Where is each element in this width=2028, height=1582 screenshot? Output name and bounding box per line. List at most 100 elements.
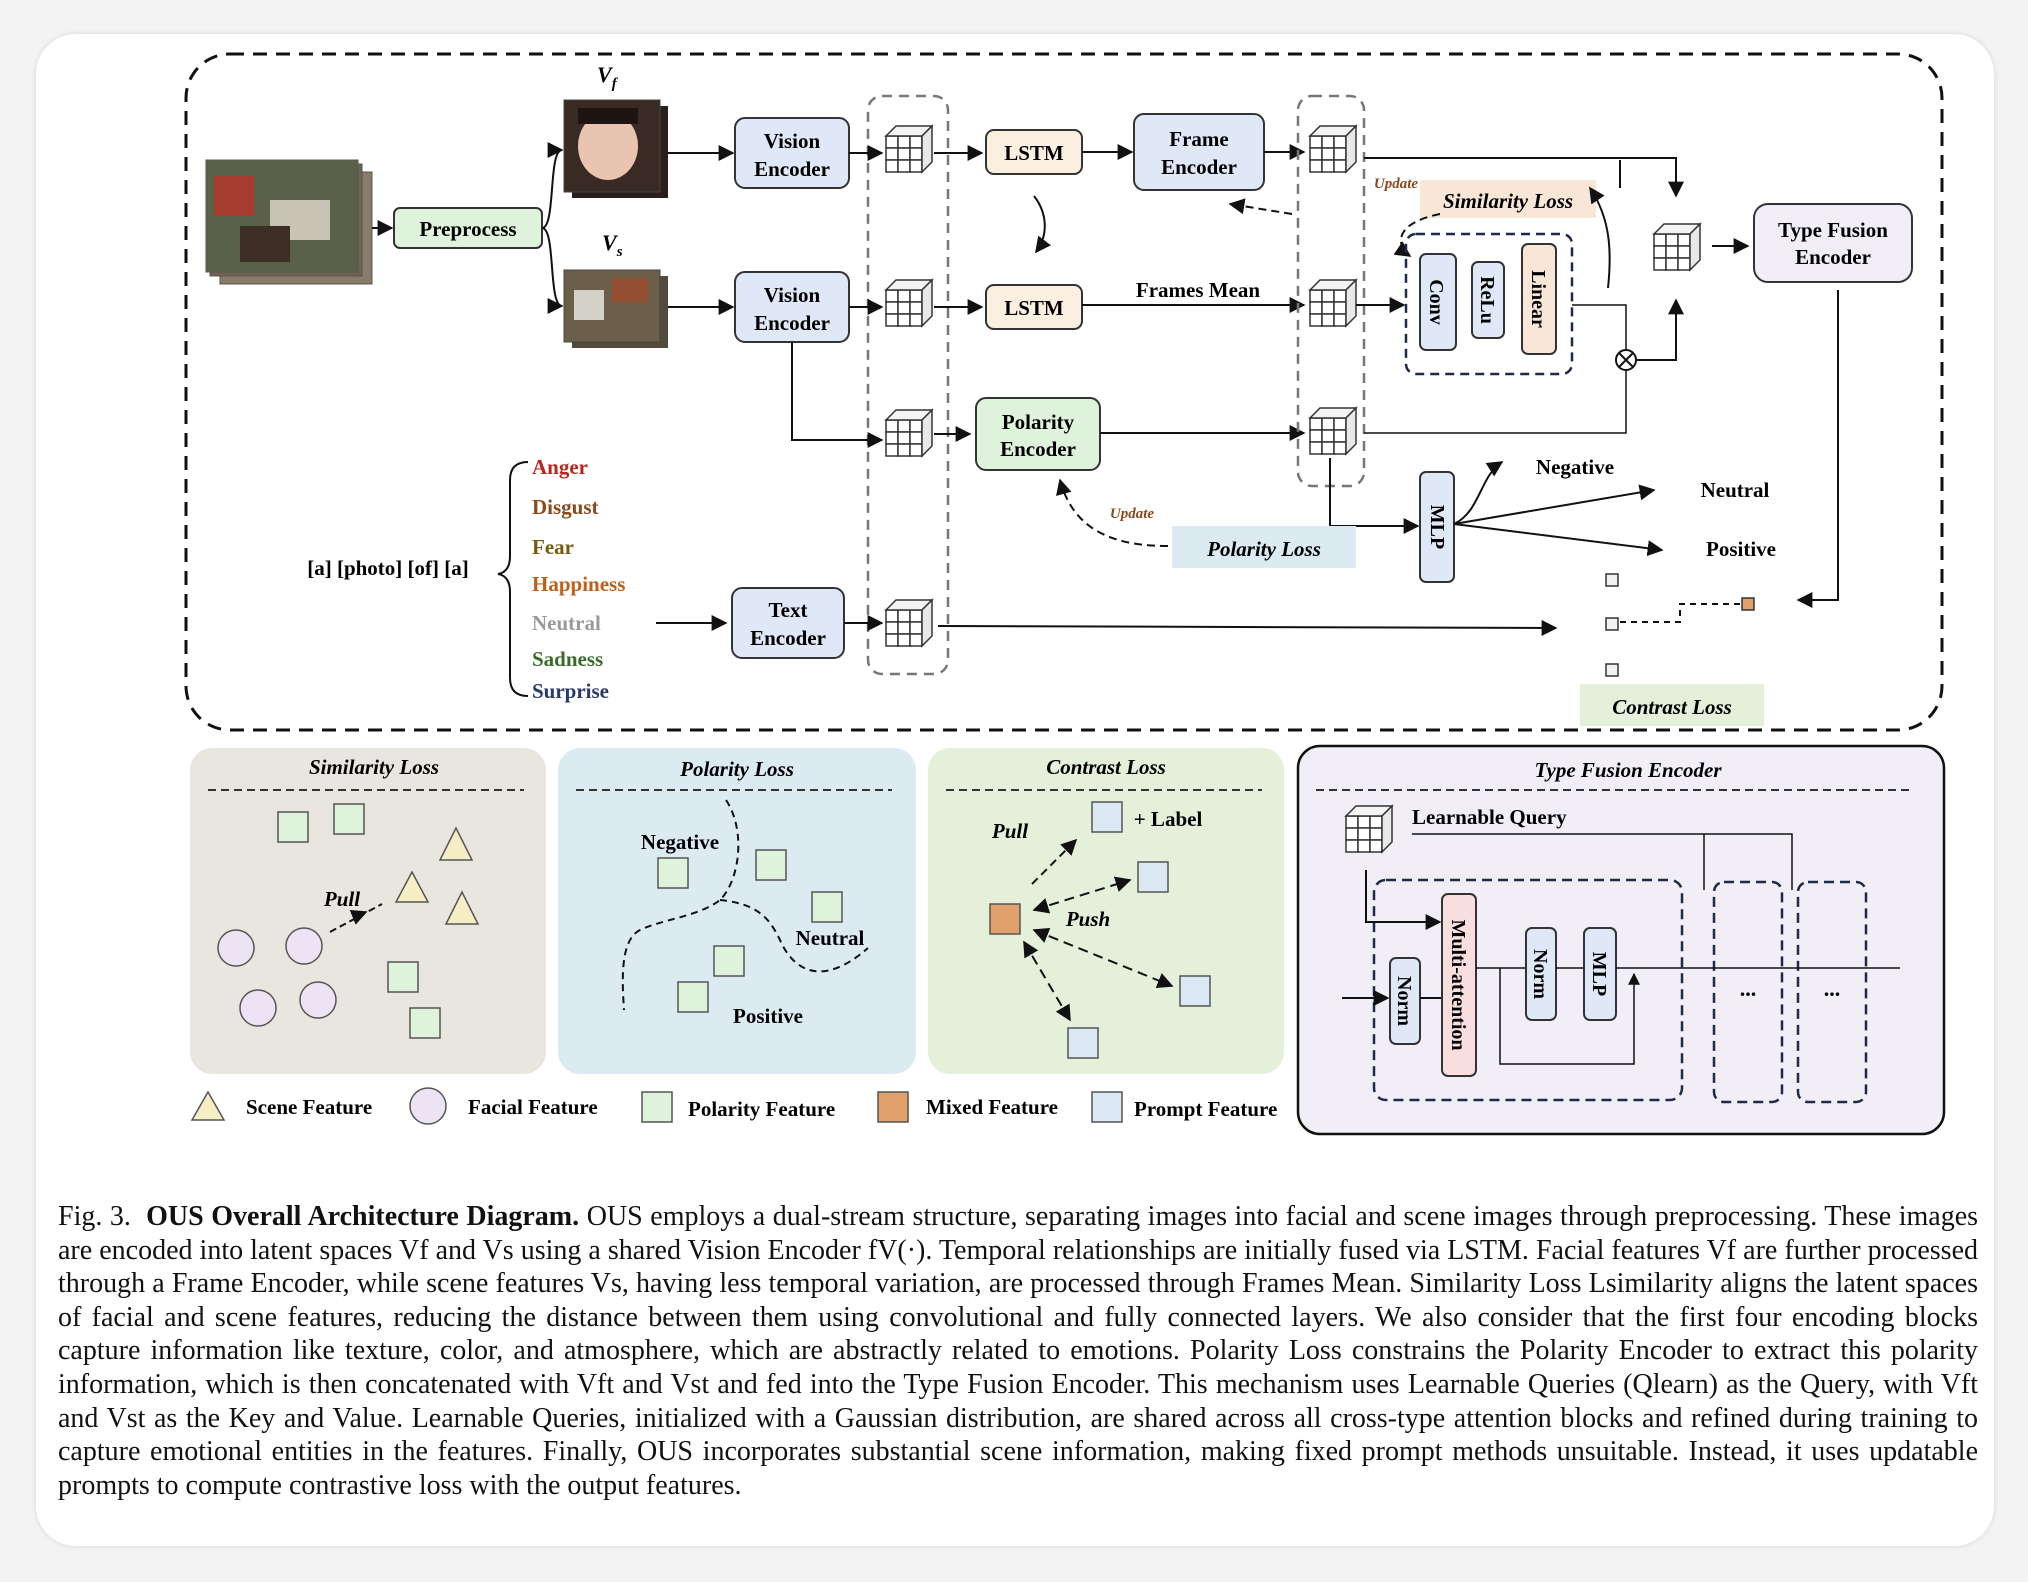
frame-encoder-line2: Encoder	[1161, 155, 1237, 179]
panel-similarity-title: Similarity Loss	[309, 755, 439, 779]
emotion-brace	[497, 461, 529, 697]
input-video-frames	[205, 159, 373, 285]
update-label-2: Update	[1110, 506, 1155, 522]
linear-label: Linear	[1527, 270, 1549, 328]
type-fusion-line1: Type Fusion	[1778, 218, 1888, 242]
contrast-label-text: + Label	[1134, 807, 1203, 831]
type-fusion-line2: Encoder	[1795, 245, 1871, 269]
panel-polarity	[558, 748, 916, 1074]
fusion-block-3	[1796, 880, 1868, 1104]
cube-vst	[1309, 279, 1357, 327]
legend-mixed-label: Mixed Feature	[926, 1095, 1058, 1119]
polarity-neutral-label: Neutral	[796, 926, 865, 950]
conv-block	[1404, 232, 1574, 376]
contrast-loss-box	[1580, 684, 1764, 726]
conv-box	[1419, 253, 1457, 351]
emotion-label: Fear	[532, 535, 574, 559]
vs-label: Vs	[602, 230, 623, 260]
linear-box	[1521, 243, 1557, 355]
learnable-query-cube	[1345, 805, 1393, 853]
mlp-box	[1419, 471, 1455, 583]
cube-fused	[1653, 223, 1701, 271]
caption-fig-number: Fig. 3.	[58, 1201, 131, 1232]
class-positive: Positive	[1706, 537, 1776, 561]
emotion-label: Sadness	[532, 647, 603, 671]
emotion-label: Disgust	[532, 495, 599, 519]
panel-polarity-title: Polarity Loss	[679, 757, 794, 781]
conv-label: Conv	[1425, 279, 1447, 325]
cube-text	[885, 599, 933, 647]
lstm-1-label: LSTM	[1004, 141, 1064, 165]
relu-box	[1471, 261, 1505, 339]
frame-encoder-line1: Frame	[1169, 127, 1228, 151]
contrast-loss-label: Contrast Loss	[1612, 695, 1732, 719]
similarity-pull-label: Pull	[323, 887, 360, 911]
legend-prompt-icon	[1091, 1091, 1123, 1123]
multi-attention-box	[1441, 893, 1477, 1077]
similarity-loss-label: Similarity Loss	[1443, 189, 1573, 213]
legend-mixed-icon	[877, 1091, 909, 1123]
legend: Scene Feature Facial Feature Polarity Fe…	[190, 1087, 1277, 1125]
panel-type-fusion	[1296, 744, 1946, 1136]
vision-encoder-2-line1: Vision	[764, 283, 821, 307]
cube-vft	[1309, 125, 1357, 173]
contrast-push-label: Push	[1065, 907, 1110, 931]
prompt-template: [a] [photo] [of] [a]	[307, 556, 469, 580]
panel-contrast-title: Contrast Loss	[1046, 755, 1166, 779]
preprocess-label: Preprocess	[419, 217, 516, 241]
ellipsis-1: ...	[1740, 976, 1757, 1001]
figure-caption: Fig. 3. OUS Overall Architecture Diagram…	[58, 1200, 1978, 1502]
vf-label: Vf	[597, 62, 619, 92]
polarity-loss-label: Polarity Loss	[1206, 537, 1321, 561]
norm-2-label: Norm	[1529, 949, 1551, 999]
polarity-encoder-line1: Polarity	[1002, 410, 1075, 434]
text-encoder-line2: Encoder	[750, 626, 826, 650]
emotion-list: AngerDisgustFearHappinessNeutralSadnessS…	[532, 455, 625, 703]
legend-facial-label: Facial Feature	[468, 1095, 598, 1119]
similarity-loss-box	[1420, 180, 1596, 218]
fusion-block-2	[1712, 880, 1784, 1104]
polarity-encoder-line2: Encoder	[1000, 437, 1076, 461]
ellipsis-2: ...	[1824, 976, 1841, 1001]
contrast-pull-label: Pull	[991, 819, 1028, 843]
vision-encoder-1-line2: Encoder	[754, 157, 830, 181]
multi-attention-label: Multi-attention	[1447, 919, 1469, 1050]
norm-1-label: Norm	[1393, 976, 1415, 1026]
panel-similarity	[190, 748, 546, 1074]
emotion-label: Surprise	[532, 679, 609, 703]
legend-polarity-icon	[641, 1091, 673, 1123]
legend-scene-label: Scene Feature	[246, 1095, 372, 1119]
lstm-2	[985, 284, 1083, 330]
caption-body: OUS employs a dual-stream structure, sep…	[58, 1201, 1979, 1501]
feature-column-1	[866, 94, 950, 676]
norm-1-box	[1389, 957, 1421, 1045]
facial-image	[563, 99, 668, 198]
vision-encoder-2-line2: Encoder	[754, 311, 830, 335]
legend-prompt-label: Prompt Feature	[1134, 1097, 1277, 1121]
update-label-1: Update	[1374, 176, 1419, 192]
cube-scene	[885, 279, 933, 327]
mlp-label: MLP	[1426, 505, 1448, 549]
lstm-2-label: LSTM	[1004, 296, 1064, 320]
polarity-negative-label: Negative	[641, 830, 719, 854]
norm-2-box	[1525, 927, 1557, 1021]
legend-facial-icon	[409, 1087, 447, 1125]
polarity-loss-box	[1172, 526, 1356, 568]
legend-scene-icon	[190, 1090, 226, 1121]
vision-encoder-1-line1: Vision	[764, 129, 821, 153]
prompt-cubes	[1605, 573, 1755, 677]
fusion-mlp-label: MLP	[1588, 952, 1610, 996]
scene-image	[563, 269, 668, 348]
panel-type-fusion-title: Type Fusion Encoder	[1534, 758, 1722, 782]
learnable-query-label: Learnable Query	[1412, 805, 1567, 829]
frames-mean-label: Frames Mean	[1136, 278, 1261, 302]
cube-facial	[885, 125, 933, 173]
cube-polarity	[885, 409, 933, 457]
class-negative: Negative	[1536, 455, 1614, 479]
legend-polarity-label: Polarity Feature	[688, 1097, 835, 1121]
emotion-label: Happiness	[532, 572, 625, 596]
class-neutral: Neutral	[1701, 478, 1770, 502]
relu-label: ReLu	[1476, 276, 1498, 324]
text-encoder-line1: Text	[769, 598, 808, 622]
